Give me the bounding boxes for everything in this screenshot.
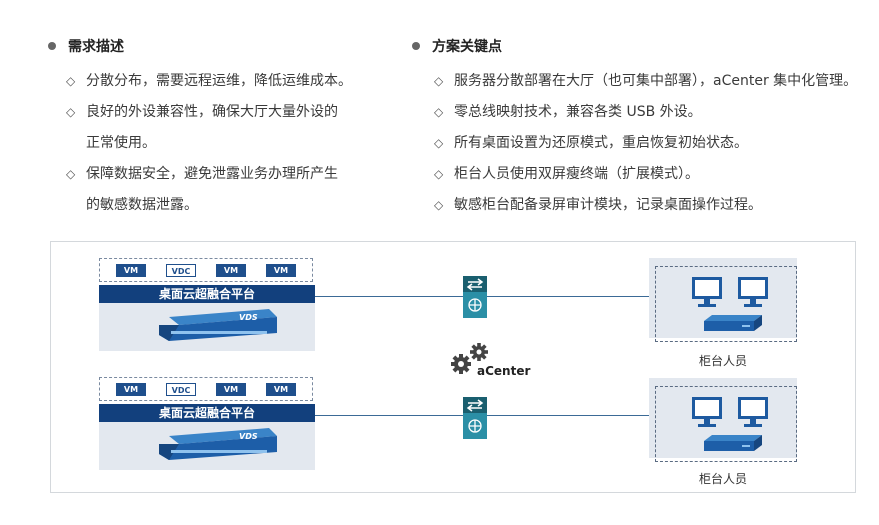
list-item: ◇ 分散分布，需要远程运维，降低运维成本。 bbox=[48, 66, 408, 97]
platform-label: 桌面云超融合平台 bbox=[99, 285, 315, 303]
list-item-text: 良好的外设兼容性，确保大厅大量外设的 bbox=[86, 104, 338, 120]
vm-badge: VM bbox=[266, 382, 296, 396]
requirements-list: ◇ 分散分布，需要远程运维，降低运维成本。 ◇ 良好的外设兼容性，确保大厅大量外设的正… bbox=[48, 66, 408, 221]
diamond-bullet-icon: ◇ bbox=[434, 167, 444, 181]
list-item: 的敏感数据泄露。 bbox=[48, 190, 408, 221]
diamond-bullet-icon: ◇ bbox=[66, 74, 76, 88]
server-panel: VDS bbox=[99, 303, 315, 351]
list-item: ◇ 零总线映射技术，兼容各类 USB 外设。 bbox=[412, 97, 879, 128]
list-item-text: 保障数据安全，避免泄露业务办理所产生 bbox=[86, 166, 338, 182]
list-item: 正常使用。 bbox=[48, 128, 408, 159]
bullet-dot-icon bbox=[48, 42, 56, 50]
key-points-list: ◇ 服务器分散部署在大厅（也可集中部署），aCenter 集中化管理。 ◇ 零总线映射… bbox=[412, 66, 879, 221]
diamond-bullet-icon: ◇ bbox=[434, 136, 444, 150]
list-item-text: 的敏感数据泄露。 bbox=[86, 197, 198, 213]
architecture-diagram: VM VDC VM VM 桌面云超融合平台 VDS VM VDC VM VM 桌… bbox=[50, 241, 856, 493]
requirements-section: 需求描述 ◇ 分散分布，需要远程运维，降低运维成本。 ◇ 良好的外设兼容性，确保大厅大… bbox=[48, 36, 408, 221]
diamond-bullet-icon: ◇ bbox=[434, 74, 444, 88]
requirements-title: 需求描述 bbox=[68, 39, 124, 55]
link-line bbox=[315, 415, 463, 416]
bullet-dot-icon bbox=[412, 42, 420, 50]
client-label: 柜台人员 bbox=[698, 354, 747, 368]
diamond-bullet-icon: ◇ bbox=[66, 105, 76, 119]
list-item-text: 分散分布，需要远程运维，降低运维成本。 bbox=[86, 73, 352, 89]
list-item-text: 正常使用。 bbox=[86, 135, 156, 151]
client-label: 柜台人员 bbox=[698, 472, 747, 486]
acenter-label: aCenter bbox=[477, 364, 531, 378]
vm-badge: VM bbox=[216, 382, 246, 396]
platform-label: 桌面云超融合平台 bbox=[99, 404, 315, 422]
link-line bbox=[487, 296, 649, 297]
vm-row: VM VDC VM VM bbox=[99, 258, 313, 282]
vm-badge: VM bbox=[116, 263, 146, 277]
list-item: ◇ 柜台人员使用双屏瘦终端（扩展模式）。 bbox=[412, 159, 879, 190]
list-item: ◇ 所有桌面设置为还原模式，重启恢复初始状态。 bbox=[412, 128, 879, 159]
diamond-bullet-icon: ◇ bbox=[434, 198, 444, 212]
client-group-bottom: 柜台人员 bbox=[649, 378, 797, 486]
requirements-heading: 需求描述 bbox=[48, 36, 408, 56]
list-item-text: 所有桌面设置为还原模式，重启恢复初始状态。 bbox=[454, 135, 748, 151]
vm-badge: VM bbox=[266, 263, 296, 277]
list-item: ◇ 敏感柜台配备录屏审计模块，记录桌面操作过程。 bbox=[412, 190, 879, 221]
list-item: ◇ 保障数据安全，避免泄露业务办理所产生 bbox=[48, 159, 408, 190]
vm-badge: VM bbox=[116, 382, 146, 396]
list-item: ◇ 服务器分散部署在大厅（也可集中部署），aCenter 集中化管理。 bbox=[412, 66, 879, 97]
diamond-bullet-icon: ◇ bbox=[66, 167, 76, 181]
network-switch-icon bbox=[463, 397, 487, 439]
list-item: ◇ 良好的外设兼容性，确保大厅大量外设的 bbox=[48, 97, 408, 128]
server-brand-text: VDS bbox=[239, 313, 258, 322]
vm-badge: VM bbox=[216, 263, 246, 277]
key-points-heading: 方案关键点 bbox=[412, 36, 879, 56]
vm-row: VM VDC VM VM bbox=[99, 377, 313, 401]
link-line bbox=[315, 296, 463, 297]
thin-client-icon bbox=[692, 397, 768, 451]
list-item-text: 敏感柜台配备录屏审计模块，记录桌面操作过程。 bbox=[454, 197, 762, 213]
list-item-text: 零总线映射技术，兼容各类 USB 外设。 bbox=[454, 104, 702, 120]
vds-server-icon: VDS bbox=[159, 309, 277, 341]
vds-server-icon: VDS bbox=[159, 428, 277, 460]
client-group-top: 柜台人员 bbox=[649, 258, 797, 368]
list-item-text: 服务器分散部署在大厅（也可集中部署），aCenter 集中化管理。 bbox=[454, 73, 858, 89]
key-points-title: 方案关键点 bbox=[432, 39, 502, 55]
vdc-badge: VDC bbox=[166, 382, 196, 396]
gear-icon bbox=[451, 343, 488, 374]
vdc-badge: VDC bbox=[166, 263, 196, 277]
thin-client-icon bbox=[692, 277, 768, 331]
server-brand-text: VDS bbox=[239, 432, 258, 441]
server-panel: VDS bbox=[99, 422, 315, 470]
key-points-section: 方案关键点 ◇ 服务器分散部署在大厅（也可集中部署），aCenter 集中化管理。… bbox=[412, 36, 879, 221]
diamond-bullet-icon: ◇ bbox=[434, 105, 444, 119]
link-line bbox=[487, 415, 649, 416]
network-switch-icon bbox=[463, 276, 487, 318]
list-item-text: 柜台人员使用双屏瘦终端（扩展模式）。 bbox=[454, 166, 699, 182]
